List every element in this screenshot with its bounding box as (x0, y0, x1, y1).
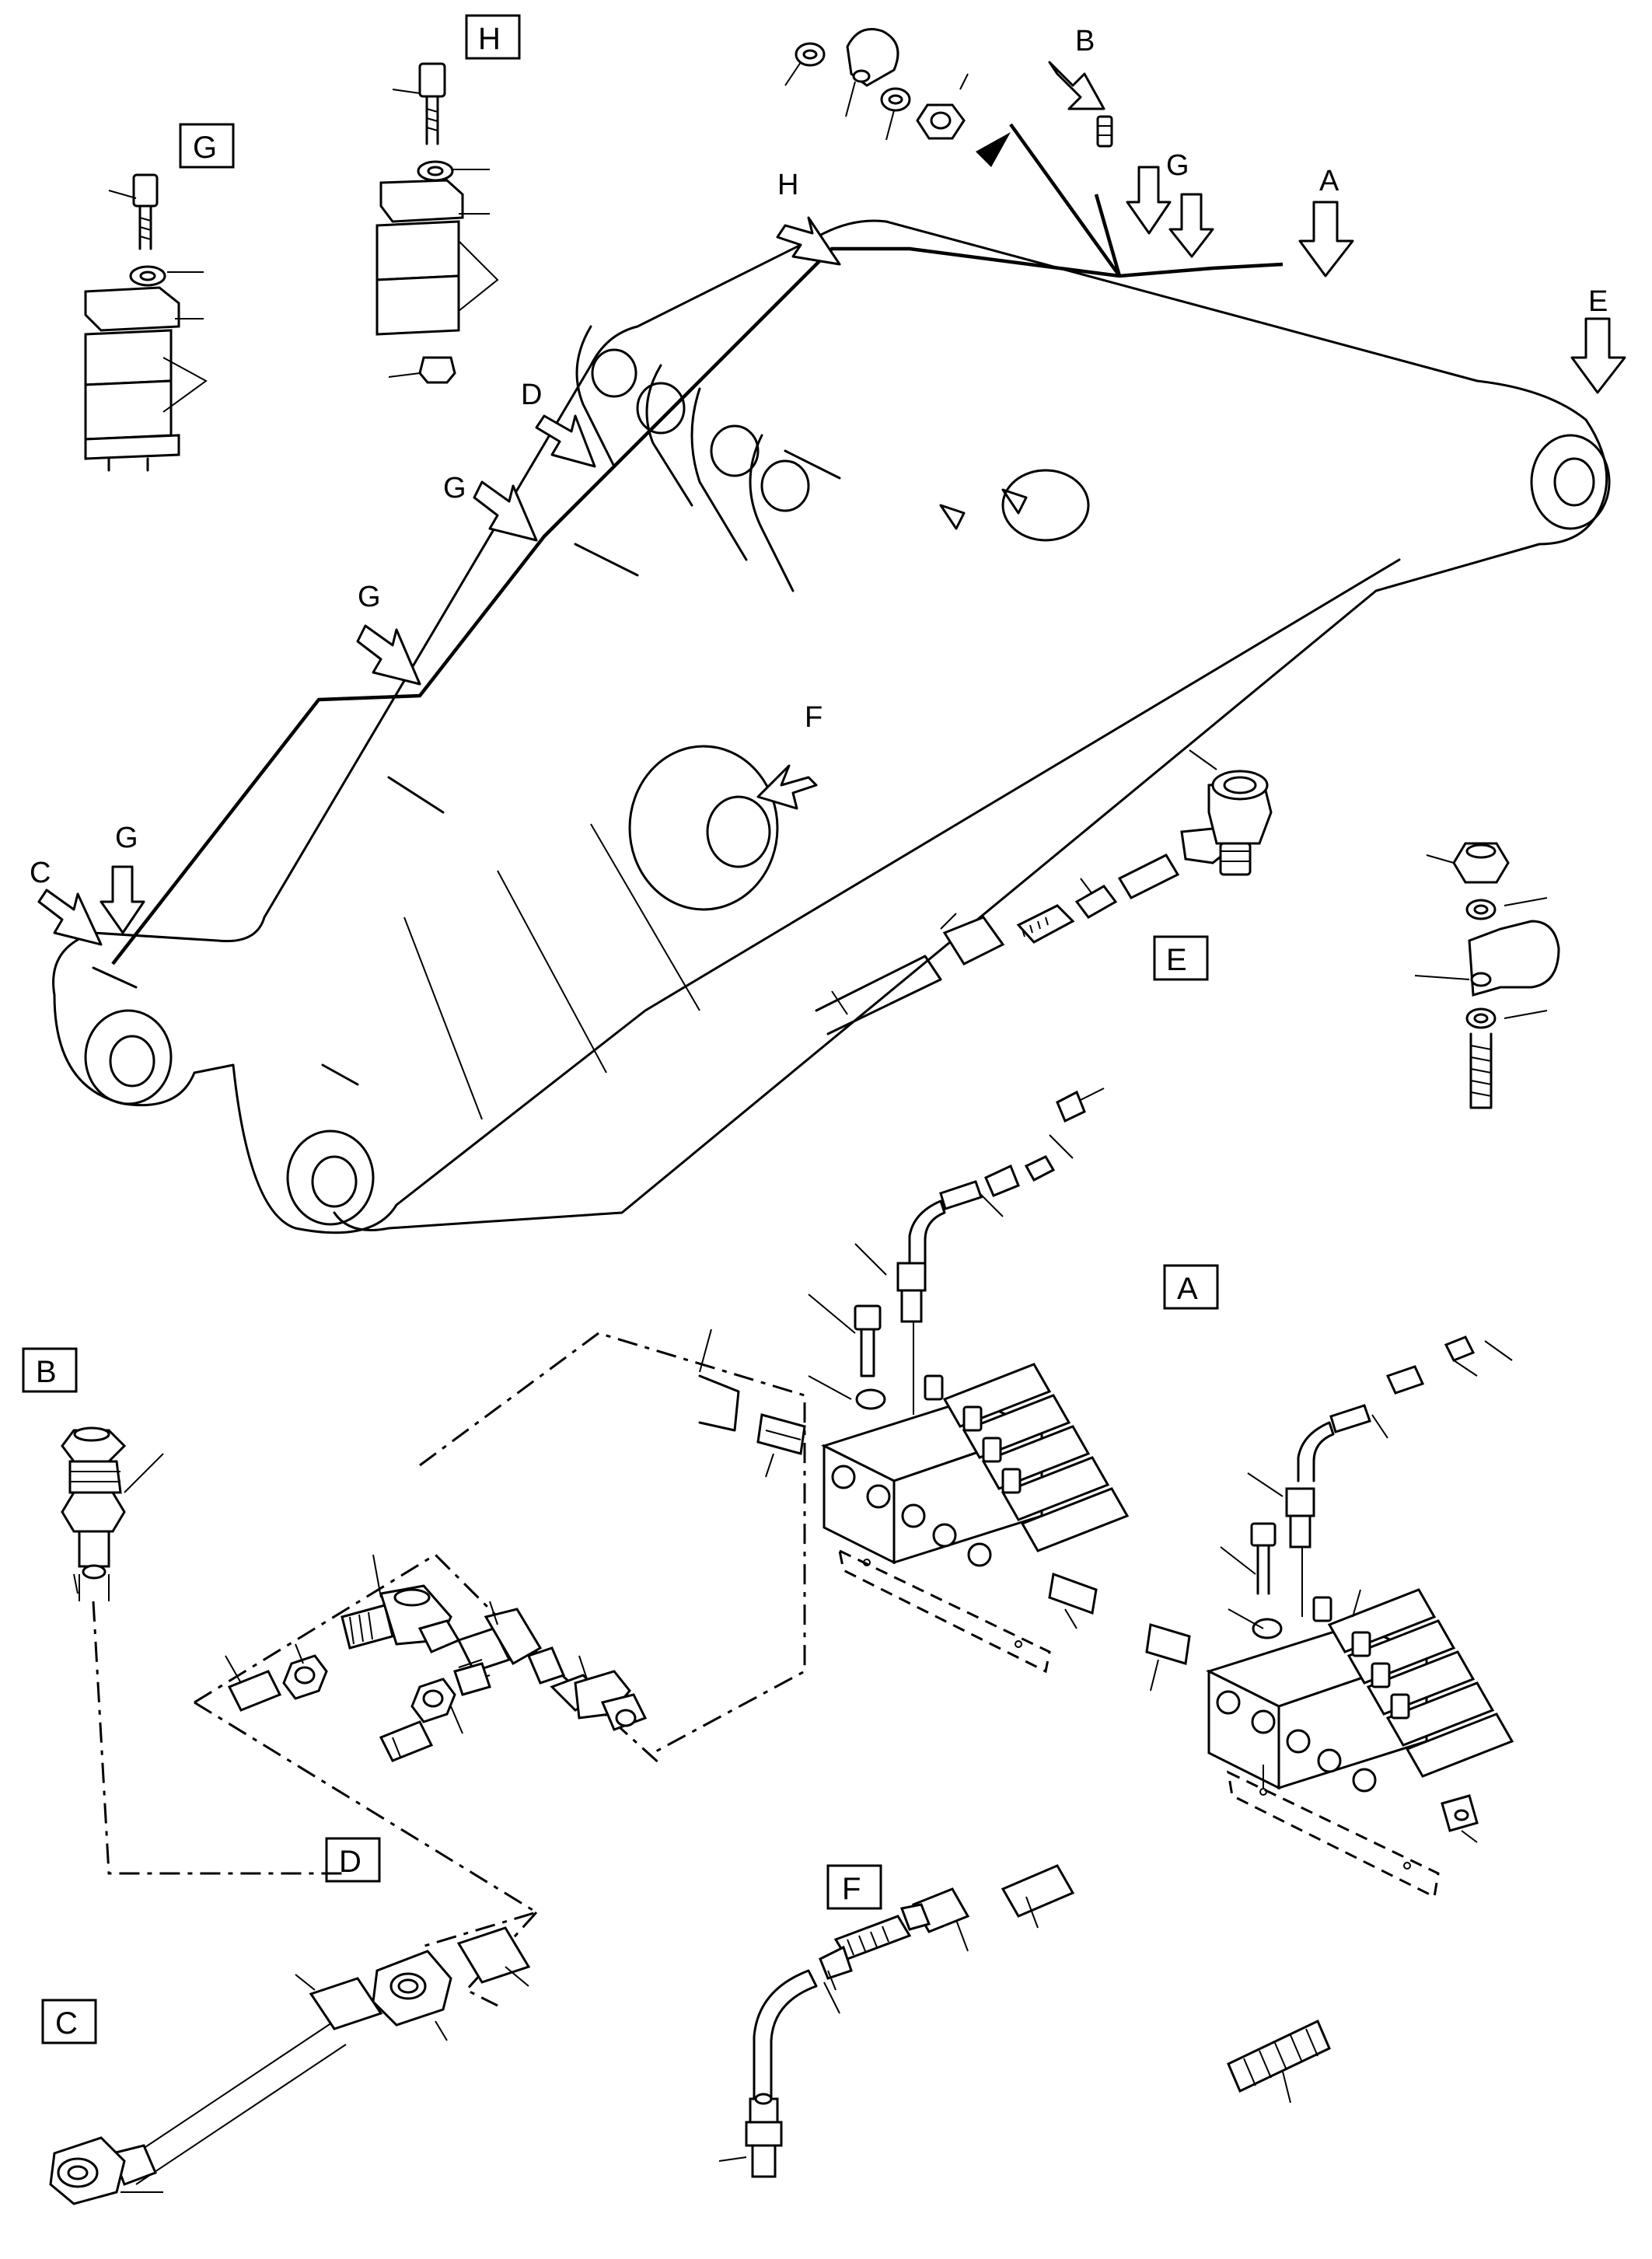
pointer-label-d: D (521, 379, 542, 411)
arrow-d (535, 414, 596, 468)
injector-valves-1 (924, 1363, 1130, 1552)
pointer-label-g-end: G (115, 822, 138, 854)
arrow-a (1298, 201, 1354, 278)
spring-part (1227, 2019, 1331, 2104)
pointer-label-a: A (1319, 165, 1339, 197)
detail-c-fitting: C (41, 1911, 538, 2205)
arrow-g-top-2 (1168, 193, 1214, 258)
detail-f-title: F (842, 1872, 861, 1906)
detail-h-clamp: H (375, 14, 521, 384)
detail-e-title: E (1166, 943, 1187, 977)
detail-a-title: A (1177, 1272, 1198, 1306)
p-clamp-hardware (784, 28, 969, 141)
pointer-label-g-low: G (358, 581, 381, 613)
arrow-c (37, 889, 103, 946)
detail-e-fitting: E (815, 749, 1273, 1035)
grease-fitting-b-top (1096, 115, 1113, 148)
arrow-g-end (100, 865, 145, 934)
pointer-label-g-top: G (1166, 149, 1189, 182)
arrow-g-top (1126, 166, 1172, 235)
boom-assembly (52, 219, 1611, 1234)
arrow-h (776, 216, 841, 266)
detail-b-fitting: B (22, 1347, 342, 1875)
detail-a-manifold: A (698, 1088, 1514, 1899)
detail-b-title: B (36, 1355, 57, 1389)
detail-h-title: H (478, 22, 501, 56)
detail-d-title: D (339, 1845, 361, 1879)
pointer-label-h: H (777, 169, 798, 201)
pointer-label-e: E (1588, 285, 1608, 318)
pointer-label-f: F (805, 701, 823, 734)
arrow-b (1048, 61, 1105, 110)
pointer-label-g-mid: G (443, 472, 466, 505)
detail-c-title: C (55, 2006, 78, 2041)
arrow-g-low (356, 624, 421, 686)
arrow-g-mid (473, 480, 538, 542)
detail-f-fitting: F (718, 1864, 1075, 2178)
detail-g-clamp: G (84, 123, 235, 472)
pointer-label-b: B (1075, 25, 1095, 58)
arrow-e (1570, 317, 1626, 394)
direction-arrow (976, 132, 1011, 167)
detail-g-title: G (193, 131, 217, 165)
arrow-f (756, 764, 818, 810)
injector-valves-2 (1312, 1588, 1514, 1778)
detail-d-fittings: D (194, 1332, 806, 1949)
pointer-arrows (37, 61, 1626, 946)
pointer-label-c: C (30, 857, 51, 889)
grease-line (111, 246, 1284, 965)
grease-line-branch (1009, 123, 1122, 278)
p-clamp-right (1414, 842, 1560, 1109)
